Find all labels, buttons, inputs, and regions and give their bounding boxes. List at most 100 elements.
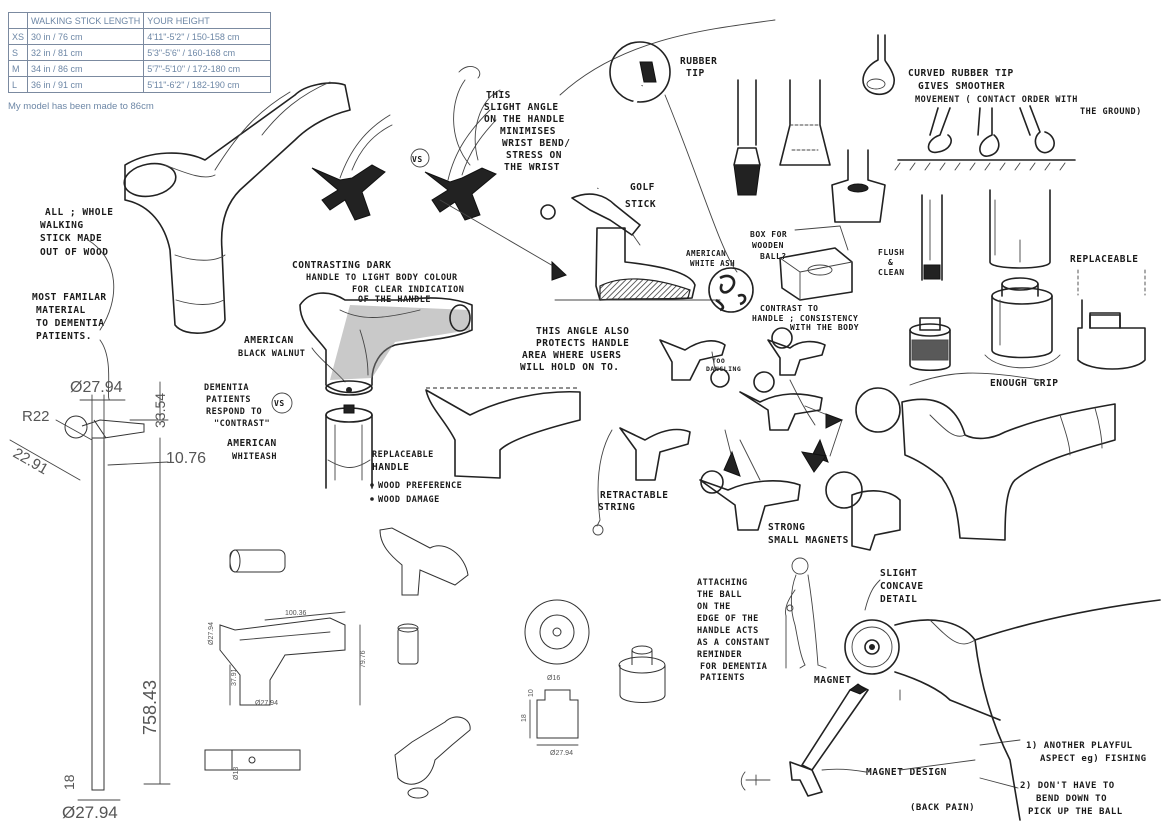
concave-line-3: DETAIL	[880, 594, 917, 605]
cad-h2: 79.76	[360, 650, 367, 668]
walnut-handle-sketch	[299, 292, 473, 396]
large-handle-with-ball	[855, 387, 1116, 541]
arrow-heads	[551, 260, 844, 477]
retractable-line-2: STRING	[598, 502, 635, 513]
angle-line-5: WRIST BEND/	[502, 138, 570, 149]
walnut-line-1: AMERICAN	[244, 335, 294, 346]
handle-outline-sketch	[425, 387, 581, 479]
vs-label: VS	[412, 155, 423, 164]
dim-top-diameter: Ø27.94	[70, 379, 123, 396]
cad-top-dim: 100.36	[285, 610, 307, 617]
replaceable-handle-line-1: REPLACEABLE	[372, 450, 434, 460]
height-cell: 5'11"-6'2" / 182-190 cm	[143, 76, 272, 93]
this-angle-line-3: AREA WHERE USERS	[522, 350, 622, 361]
rubber-tip-detail	[540, 41, 671, 236]
box-line-2: WOODEN	[752, 241, 784, 250]
contrast-handle-line-3: WITH THE BODY	[790, 323, 859, 332]
dim-handle-offset: 10.76	[166, 450, 206, 467]
curved-tip-line-4: THE GROUND)	[1080, 107, 1142, 117]
dim-tip: 18	[61, 774, 77, 790]
magnets-line-2: SMALL MAGNETS	[768, 535, 849, 546]
attach-line-6: AS A CONSTANT	[697, 638, 770, 648]
all-wood-line-3: STICK MADE	[40, 233, 102, 244]
bend-line-3: PICK UP THE BALL	[1028, 807, 1123, 817]
all-wood-line-2: WALKING	[40, 220, 84, 231]
table-header-row: WALKING STICK LENGTH YOUR HEIGHT	[7, 12, 272, 29]
length-cell: 36 in / 91 cm	[27, 76, 145, 93]
angle-line-3: ON THE HANDLE	[484, 114, 565, 125]
rubber-tip-line-1: RUBBER	[680, 56, 717, 67]
grip-comparison-sketch: VS	[311, 66, 497, 221]
attach-line-1: ATTACHING	[697, 578, 748, 588]
tip-diameter: Ø27.94	[550, 750, 573, 757]
dementia-line-4: "CONTRAST"	[214, 419, 270, 429]
flush-line-2: &	[888, 258, 893, 267]
dementia-line-1: DEMENTIA	[204, 383, 249, 393]
replaceable-label: REPLACEABLE	[1070, 254, 1138, 265]
golf-stick-line-2: STICK	[625, 199, 656, 210]
dim-angle-offset: 22.91	[10, 445, 51, 478]
replaceable-handle-line-2: HANDLE	[372, 462, 409, 473]
attach-line-7: REMINDER	[697, 650, 742, 660]
large-handle-sketch	[123, 81, 351, 335]
dim-bottom-diameter: Ø27.94	[62, 803, 118, 822]
cad-isometric-views	[204, 527, 666, 799]
magnet-design-sketch	[740, 683, 869, 797]
angle-line-7: THE WRIST	[504, 162, 560, 173]
table-row: L 36 in / 91 cm 5'11"-6'2" / 182-190 cm	[7, 76, 272, 93]
magnet-label: MAGNET	[814, 675, 851, 686]
shaft-top-sketch	[325, 404, 373, 489]
attach-line-5: HANDLE ACTS	[697, 626, 759, 636]
playful-line-2: ASPECT eg) FISHING	[1040, 754, 1147, 764]
concave-handle-sketch	[844, 599, 1161, 821]
bend-line-1: 2) DON'T HAVE TO	[1020, 781, 1115, 791]
familiar-line-2: MATERIAL	[36, 305, 86, 316]
golf-stick-line-1: GOLF	[630, 182, 655, 193]
angle-line-2: SLIGHT ANGLE	[484, 102, 559, 113]
attach-line-4: EDGE OF THE	[697, 614, 759, 624]
person-with-stick-sketch	[785, 557, 827, 669]
cad-d1: Ø27.94	[208, 622, 215, 645]
familiar-line-4: PATIENTS.	[36, 331, 92, 342]
attach-line-2: THE BALL	[697, 590, 742, 600]
contrast-dark-line-1: CONTRASTING DARK	[292, 260, 392, 271]
vs-label-2: VS	[274, 399, 285, 408]
table-row: S 32 in / 81 cm 5'3"-5'6" / 160-168 cm	[7, 44, 272, 61]
rubber-tip-line-2: TIP	[686, 68, 705, 79]
all-wood-line-4: OUT OF WOOD	[40, 247, 108, 258]
familiar-line-1: MOST FAMILAR	[32, 292, 107, 303]
this-angle-line-1: THIS ANGLE ALSO	[536, 326, 629, 337]
angle-line-1: THIS	[486, 90, 511, 101]
flush-line-3: CLEAN	[878, 268, 905, 277]
tip-h1: 10	[528, 689, 535, 697]
this-angle-line-4: WILL HOLD ON TO.	[520, 362, 620, 373]
curved-tip-line-3: MOVEMENT ( CONTACT ORDER WITH	[915, 95, 1078, 105]
tip-small: Ø13	[233, 767, 240, 780]
flush-tip-sketch	[921, 194, 943, 281]
contrast-dark-line-3: FOR CLEAR INDICATION	[352, 285, 464, 295]
contrast-handle-line-1: CONTRAST TO	[760, 304, 818, 313]
size-table: WALKING STICK LENGTH YOUR HEIGHT XS 30 i…	[7, 12, 272, 93]
tip-h2: 18	[521, 714, 528, 722]
walnut-line-2: BLACK WALNUT	[238, 349, 305, 359]
dementia-line-2: PATIENTS	[206, 395, 251, 405]
cad-d2: Ø27.94	[255, 700, 278, 707]
angle-line-4: MINIMISES	[500, 126, 556, 137]
curved-tip-line-2: GIVES SMOOTHER	[918, 81, 1005, 92]
ball-box-sketch	[779, 225, 853, 301]
playful-line-1: 1) ANOTHER PLAYFUL	[1026, 741, 1133, 751]
front-elevation-drawing	[9, 381, 171, 801]
contrast-dark-line-2: HANDLE TO LIGHT BODY COLOUR	[306, 273, 458, 283]
ball-attachment-sketches	[592, 327, 901, 551]
leader-lines	[87, 19, 1041, 789]
bullet-wood-preference: WOOD PREFERENCE	[378, 481, 462, 491]
magnets-line-1: STRONG	[768, 522, 805, 533]
bullet-wood-damage: WOOD DAMAGE	[378, 495, 440, 505]
all-wood-line-1: ALL ; WHOLE	[45, 207, 113, 218]
box-line-1: BOX FOR	[750, 230, 787, 239]
bend-line-2: BEND DOWN TO	[1036, 794, 1107, 804]
whiteash-line-2: WHITEASH	[232, 452, 277, 462]
retractable-line-1: RETRACTABLE	[600, 490, 668, 501]
table-row: M 34 in / 86 cm 5'7"-5'10" / 172-180 cm	[7, 60, 272, 77]
